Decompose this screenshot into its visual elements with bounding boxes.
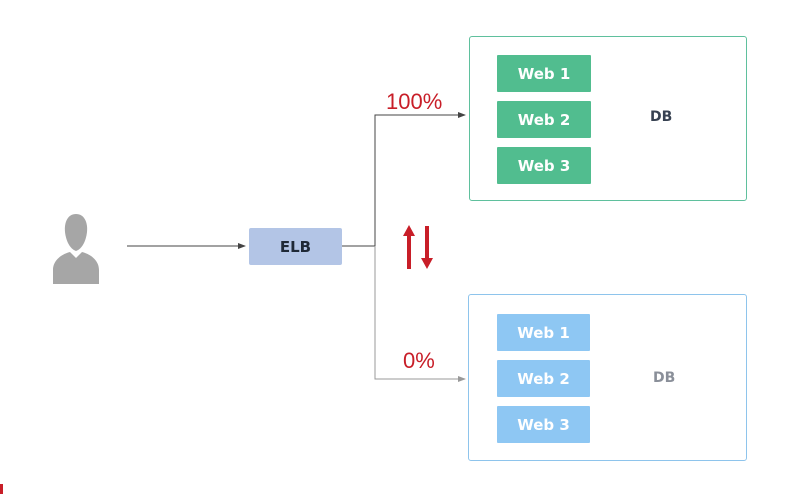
route-to-blue-connector [374, 246, 466, 382]
swap-arrows-icon [403, 225, 433, 269]
user-icon [53, 214, 99, 284]
green-web-server-2: Web 2 [497, 101, 591, 138]
blue-db-label: DB [653, 370, 676, 386]
blue-web-server-3: Web 3 [497, 406, 590, 443]
route-to-green-connector [374, 112, 466, 246]
blue-web-server-2: Web 2 [497, 360, 590, 397]
traffic-percent-blue: 0% [403, 348, 435, 373]
elb-load-balancer: ELB [249, 228, 342, 265]
blue-web-server-1: Web 1 [497, 314, 590, 351]
corner-accent-mark [0, 484, 3, 494]
traffic-percent-green: 100% [386, 89, 443, 114]
green-web-server-1: Web 1 [497, 55, 591, 92]
green-db-label: DB [650, 109, 673, 125]
green-web-server-3: Web 3 [497, 147, 591, 184]
